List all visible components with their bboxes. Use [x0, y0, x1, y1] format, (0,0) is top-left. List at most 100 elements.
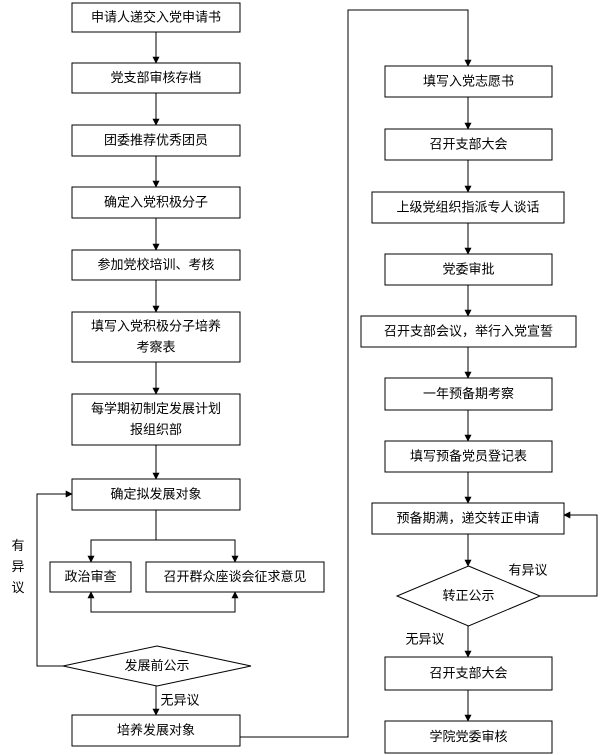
edge-n8-to-n10: [156, 539, 239, 563]
node-n9-step: 政治审查: [49, 561, 132, 593]
decision-diamond: [62, 645, 252, 687]
node-label-line: 发展前公示: [124, 658, 189, 674]
edge-n11-to-n8: [36, 490, 73, 667]
node-r2-step: 召开支部大会: [384, 128, 553, 161]
node-r11-step: 学院党委审核: [384, 720, 553, 754]
node-r1-step: 填写入党志愿书: [384, 65, 553, 98]
node-label-line: 考察表: [136, 340, 175, 355]
node-label: 填写入党志愿书: [423, 74, 514, 89]
node-r8-step: 预备期满，递交转正申请: [371, 502, 565, 535]
node-label-line: 学院党委审核: [429, 729, 507, 745]
node-n12-step: 培养发展对象: [71, 714, 241, 747]
node-n7-step: 每学期初制定发展计划报组织部: [71, 393, 241, 446]
step-box: [384, 720, 553, 754]
node-label-line: 一年预备期考察: [423, 386, 514, 402]
node-label-line: 培养发展对象: [117, 722, 195, 738]
node-label: 政治审查: [64, 570, 116, 585]
step-box: [71, 2, 241, 33]
edge-label-r9-to-r10: 无异议: [405, 633, 444, 648]
node-label: 确定入党积极分子: [104, 195, 208, 210]
step-box: [71, 478, 241, 511]
node-label: 申请人递交入党申请书: [91, 9, 221, 25]
node-label-line: 报组织部: [130, 423, 182, 438]
node-r7-step: 填写预备党员登记表: [384, 440, 553, 473]
node-n10-step: 召开群众座谈会征求意见: [145, 561, 325, 593]
node-r9-decision: 转正公示: [395, 565, 542, 627]
node-label: 召开支部会议，举行入党宣誓: [384, 323, 553, 339]
node-label-line: 召开支部大会: [429, 666, 507, 681]
node-label: 上级党组织指派专人谈话: [396, 200, 539, 215]
node-label-line: 党支部审核存档: [110, 71, 201, 86]
node-label-line: 填写入党志愿书: [423, 74, 514, 89]
step-box: [71, 249, 241, 281]
edge-n11-to-n9: [87, 591, 156, 613]
step-box: [371, 502, 565, 535]
edges-layer: [36, 9, 598, 738]
node-label: 团委推荐优秀团员: [104, 133, 208, 148]
step-box: [360, 315, 577, 348]
step-box: [71, 62, 241, 94]
node-label-line: 每学期初制定发展计划: [91, 401, 221, 417]
edge-label-r9-to-r8: 有异议: [508, 564, 547, 579]
node-r10-step: 召开支部大会: [384, 656, 553, 691]
node-label-line: 政治审查: [64, 570, 116, 585]
step-box: [71, 393, 241, 446]
node-label-line: 转正公示: [442, 589, 494, 604]
node-label: 培养发展对象: [117, 722, 195, 738]
step-box: [384, 656, 553, 691]
node-label: 党支部审核存档: [110, 71, 201, 86]
node-label-line: 团委推荐优秀团员: [104, 133, 208, 148]
node-label-line: 填写入党积极分子培养: [91, 318, 221, 334]
node-n2-step: 党支部审核存档: [71, 62, 241, 94]
node-n8-step: 确定拟发展对象: [71, 478, 241, 511]
edge-label-n11-to-n8: 有异议: [11, 539, 24, 596]
edge-label-n11-to-n12: 无异议: [160, 694, 199, 709]
node-label: 召开支部大会: [429, 137, 507, 152]
node-n5-step: 参加党校培训、考核: [71, 249, 241, 281]
node-label-line: 召开群众座谈会征求意见: [163, 569, 306, 585]
node-label-line: 参加党校培训、考核: [97, 257, 214, 273]
node-label: 召开支部大会: [429, 666, 507, 681]
step-box: [384, 377, 553, 411]
node-label: 填写入党积极分子培养考察表: [91, 318, 221, 355]
node-label-line: 党委审批: [442, 262, 494, 277]
step-box: [71, 186, 241, 219]
node-label: 一年预备期考察: [423, 386, 514, 402]
node-label-line: 申请人递交入党申请书: [91, 9, 221, 25]
node-r4-step: 党委审批: [384, 253, 553, 286]
node-n4-step: 确定入党积极分子: [71, 186, 241, 219]
node-r6-step: 一年预备期考察: [384, 377, 553, 411]
decision-diamond: [395, 565, 542, 627]
step-box: [384, 253, 553, 286]
node-label-line: 确定入党积极分子: [104, 195, 208, 210]
node-n6-step: 填写入党积极分子培养考察表: [71, 311, 241, 363]
node-label: 预备期满，递交转正申请: [396, 510, 539, 526]
node-label-line: 召开支部会议，举行入党宣誓: [384, 323, 553, 339]
edge-n11-to-n10: [156, 591, 239, 613]
node-r5-step: 召开支部会议，举行入党宣誓: [360, 315, 577, 348]
node-label-line: 召开支部大会: [429, 137, 507, 152]
node-label: 学院党委审核: [429, 729, 507, 745]
edge-r9-to-r8: [540, 511, 598, 597]
node-label-line: 上级党组织指派专人谈话: [396, 200, 539, 215]
step-box: [384, 440, 553, 473]
edge-n8-to-n9: [87, 510, 157, 563]
step-box: [145, 561, 325, 593]
node-n1-step: 申请人递交入党申请书: [71, 2, 241, 33]
step-box: [384, 65, 553, 98]
step-box: [384, 128, 553, 161]
node-r3-step: 上级党组织指派专人谈话: [371, 191, 565, 224]
nodes-layer: 申请人递交入党申请书党支部审核存档团委推荐优秀团员确定入党积极分子参加党校培训、…: [49, 2, 577, 754]
step-box: [71, 124, 241, 157]
node-label-line: 填写预备党员登记表: [410, 448, 527, 464]
node-label: 每学期初制定发展计划报组织部: [91, 401, 221, 438]
node-label: 填写预备党员登记表: [410, 448, 527, 464]
edge-n12-to-r1: [240, 9, 472, 738]
node-n3-step: 团委推荐优秀团员: [71, 124, 241, 157]
step-box: [71, 714, 241, 747]
node-label: 党委审批: [442, 262, 494, 277]
node-label-line: 确定拟发展对象: [110, 486, 201, 502]
node-label: 参加党校培训、考核: [97, 257, 214, 273]
